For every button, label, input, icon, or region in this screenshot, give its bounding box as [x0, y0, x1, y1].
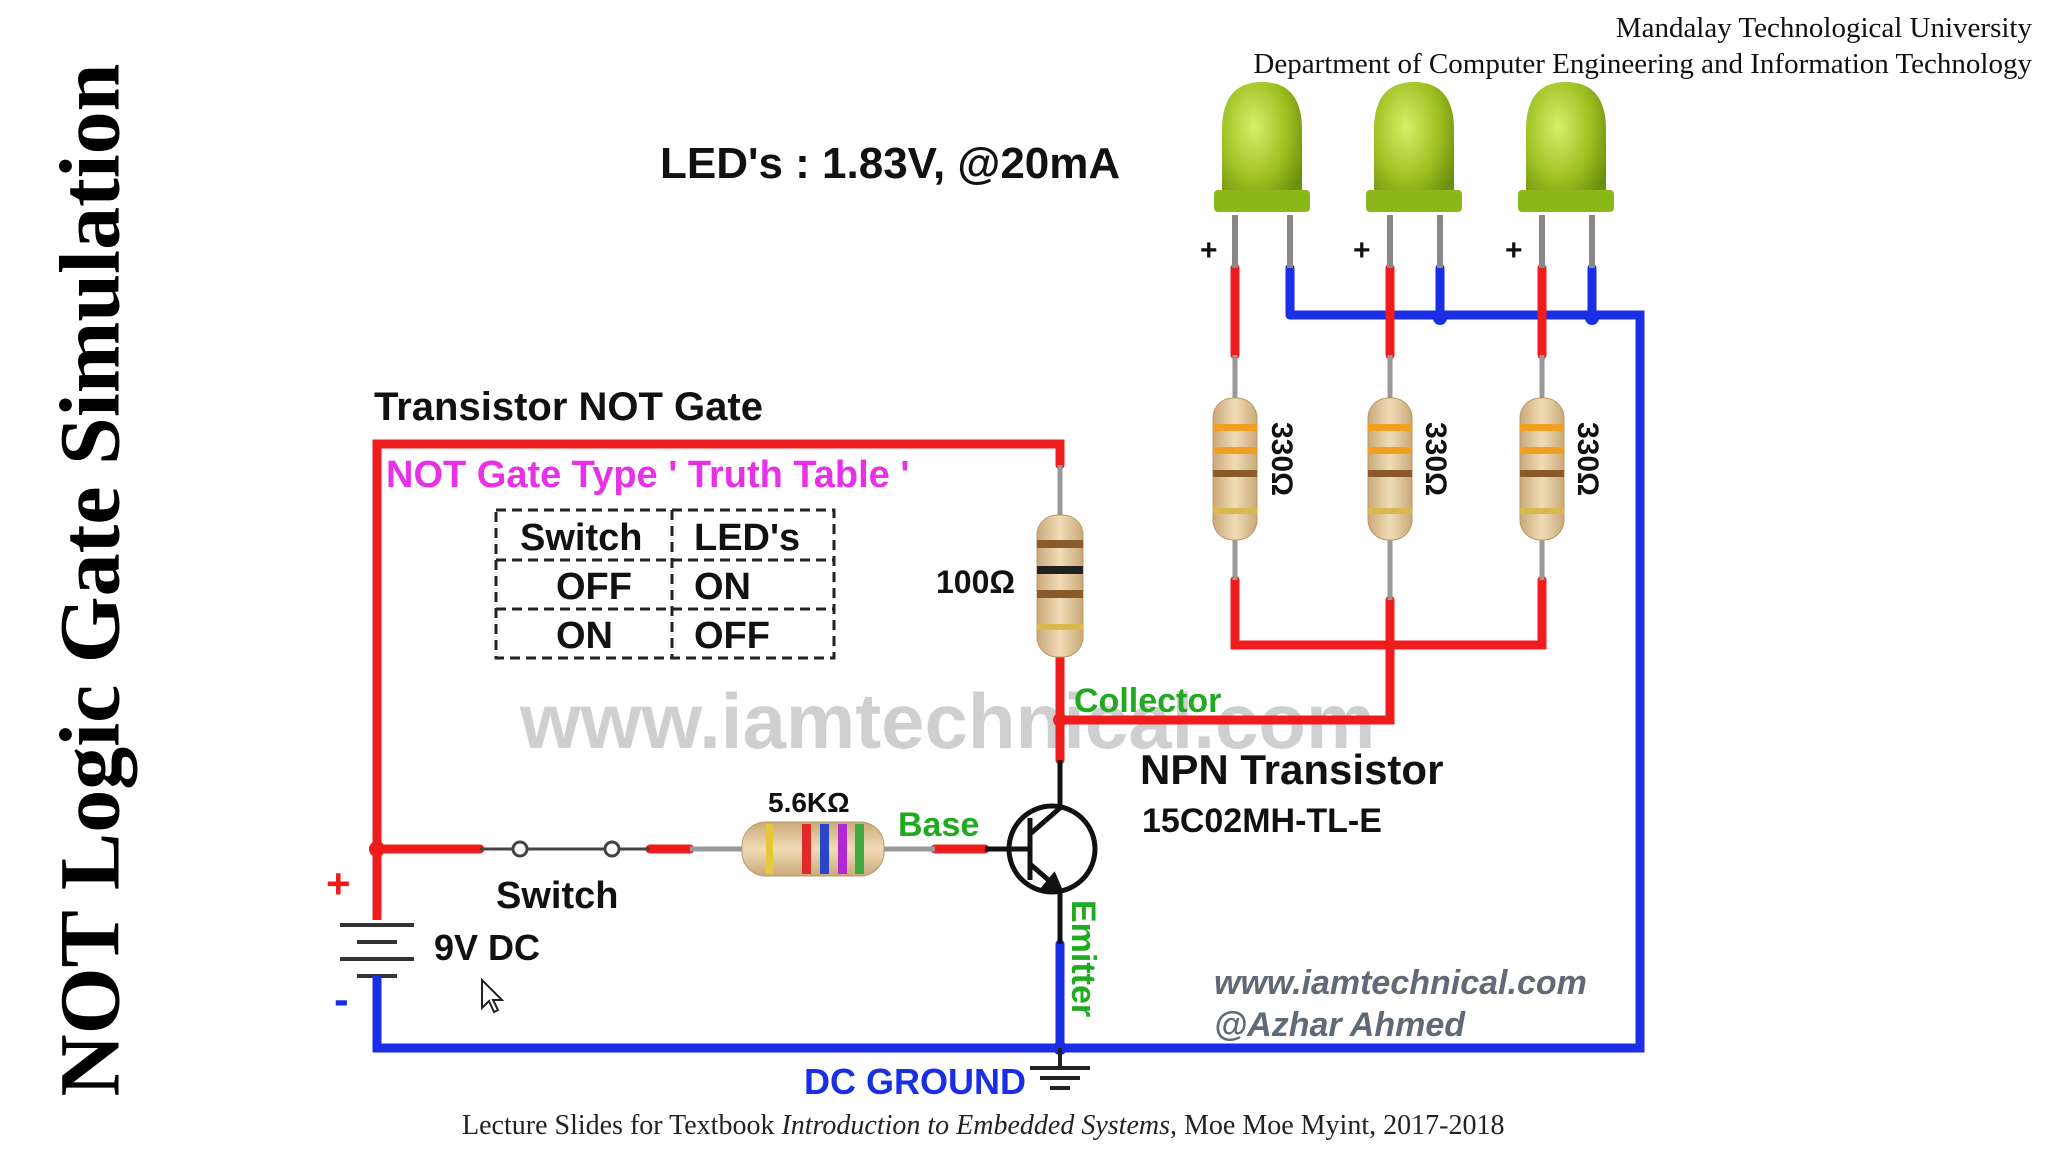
- resistor-330-label-2: 330Ω: [1419, 422, 1452, 496]
- ground-wires: [372, 263, 1645, 1053]
- truth-table-title: NOT Gate Type ' Truth Table ': [386, 454, 909, 496]
- led-spec-label: LED's : 1.83V, @20mA: [660, 139, 1120, 188]
- truth-table-grid: [494, 508, 836, 660]
- led-1-plus: +: [1200, 234, 1218, 267]
- led-3: [1518, 82, 1614, 268]
- resistor-330-3: [1519, 397, 1565, 541]
- mouse-cursor-icon: [481, 977, 505, 1014]
- tt-row1-switch: OFF: [556, 566, 632, 608]
- credit-author: @Azhar Ahmed: [1214, 1006, 1466, 1044]
- tt-row2-leds: OFF: [694, 615, 770, 657]
- led-1: [1214, 82, 1310, 268]
- tt-header-leds: LED's: [694, 517, 800, 559]
- resistor-100-label: 100Ω: [936, 564, 1015, 600]
- ground-label: DC GROUND: [804, 1061, 1026, 1102]
- gate-title: Transistor NOT Gate: [374, 385, 763, 429]
- switch-contact-right: [603, 840, 621, 858]
- led-2: [1366, 82, 1462, 268]
- footer-book-title: Introduction to Embedded Systems: [781, 1110, 1171, 1141]
- transistor-part-number: 15C02MH-TL-E: [1142, 802, 1382, 840]
- tt-row2-switch: ON: [556, 615, 613, 657]
- footer-citation: Lecture Slides for Textbook Introduction…: [462, 1110, 1504, 1142]
- battery-minus-sign: -: [334, 975, 349, 1024]
- resistor-5-6k-label: 5.6KΩ: [768, 787, 850, 818]
- battery-plus-sign: +: [326, 860, 351, 907]
- resistor-5-6k: [741, 821, 885, 877]
- credit-url: www.iamtechnical.com: [1214, 964, 1587, 1002]
- emitter-label: Emitter: [1064, 900, 1102, 1017]
- switch-label: Switch: [496, 875, 618, 917]
- supply-wires: [372, 263, 1547, 905]
- footer-prefix: Lecture Slides for Textbook: [462, 1110, 782, 1141]
- collector-label: Collector: [1074, 682, 1221, 720]
- transistor-name: NPN Transistor: [1140, 746, 1443, 793]
- led-3-plus: +: [1505, 234, 1523, 267]
- tt-header-switch: Switch: [520, 517, 642, 559]
- resistor-330-label-1: 330Ω: [1265, 422, 1298, 496]
- tt-row1-leds: ON: [694, 566, 751, 608]
- battery-symbol: [340, 900, 414, 1000]
- resistor-330-2: [1367, 397, 1413, 541]
- npn-transistor-symbol: [985, 760, 1098, 944]
- university-name: Mandalay Technological University: [1615, 12, 2032, 44]
- switch: [480, 840, 650, 858]
- base-label: Base: [898, 806, 979, 844]
- ground-symbol: [1030, 1048, 1090, 1090]
- led-2-plus: +: [1353, 234, 1371, 267]
- department-name: Department of Computer Engineering and I…: [1253, 48, 2032, 80]
- footer-suffix: , Moe Moe Myint, 2017-2018: [1170, 1110, 1505, 1141]
- resistor-330-1: [1212, 397, 1258, 541]
- resistor-100: [1036, 514, 1084, 658]
- junction-dot-collector: [1053, 713, 1067, 727]
- battery-label: 9V DC: [434, 927, 540, 968]
- junction-dot-supply: [369, 841, 385, 857]
- resistor-330-label-3: 330Ω: [1571, 422, 1604, 496]
- switch-contact-left: [511, 840, 529, 858]
